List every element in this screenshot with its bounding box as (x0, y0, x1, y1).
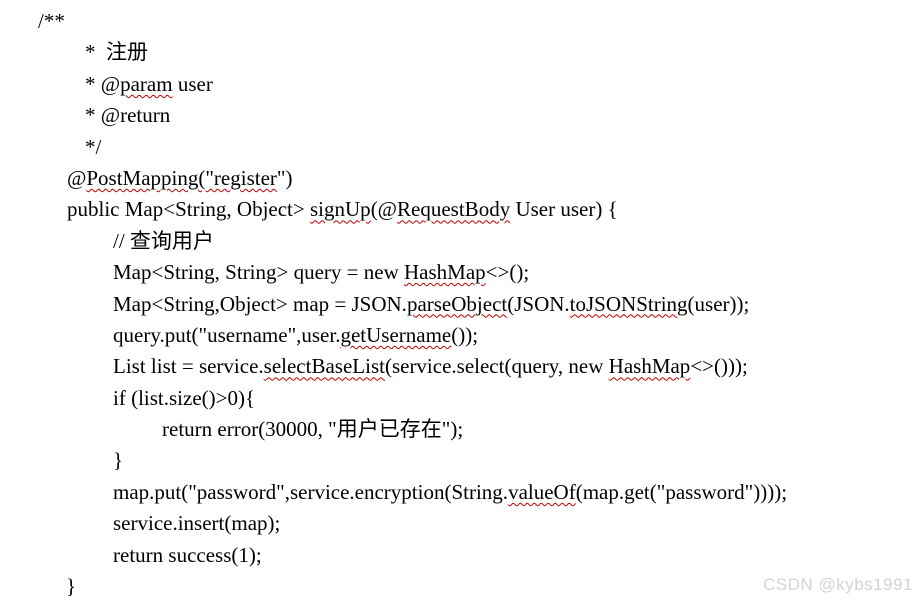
code-line: } (0, 571, 923, 602)
code-line: query.put("username",user.getUsername())… (0, 320, 923, 351)
code-text: * @ (85, 71, 121, 96)
code-line: // 查询用户 (0, 226, 923, 257)
code-text: user (172, 71, 213, 96)
misspelled-word: param (120, 71, 173, 96)
code-text: User user) { (510, 197, 618, 222)
code-text: (service.select(query, new (384, 354, 609, 379)
code-text: Map<String, String> query = new (113, 260, 405, 285)
misspelled-word: valueOf (508, 479, 576, 504)
code-text: if (list.size()>0){ (113, 385, 256, 410)
csdn-watermark: CSDN @kybs1991 (763, 575, 913, 594)
code-line: } (0, 445, 923, 476)
code-line: * 注册 (0, 37, 923, 68)
code-text: map.put("password",service.encryption(St… (113, 479, 509, 504)
code-text: <>(); (485, 260, 530, 285)
code-line: if (list.size()>0){ (0, 383, 923, 414)
code-text: ()); (451, 322, 479, 347)
code-text: (map.get("password")))); (575, 479, 788, 504)
misspelled-word: PostMapping("register (86, 165, 277, 190)
misspelled-word: HashMap (404, 260, 486, 285)
code-text: ") (276, 165, 293, 190)
code-text: */ (85, 134, 102, 159)
code-line: Map<String, String> query = new HashMap<… (0, 257, 923, 288)
code-line: service.insert(map); (0, 508, 923, 539)
code-line: */ (0, 132, 923, 163)
code-line: map.put("password",service.encryption(St… (0, 477, 923, 508)
code-line: public Map<String, Object> signUp(@Reque… (0, 194, 923, 225)
misspelled-word: RequestBody (397, 197, 511, 222)
code-text: } (66, 574, 77, 599)
code-text: (@ (370, 197, 398, 222)
code-text: return success(1); (113, 542, 262, 567)
code-text: } (113, 448, 124, 473)
code-text: (JSON. (507, 291, 570, 316)
code-text: * @return (85, 103, 171, 128)
code-text: <>())); (690, 354, 748, 379)
code-block: /*** 注册* @param user* @return*/@PostMapp… (0, 6, 923, 602)
code-line: List list = service.selectBaseList(servi… (0, 351, 923, 382)
code-text: public Map<String, Object> (67, 197, 310, 222)
misspelled-word: selectBaseList (263, 354, 385, 379)
code-text: (user)); (687, 291, 750, 316)
misspelled-word: parseObject (406, 291, 508, 316)
code-line: return success(1); (0, 540, 923, 571)
code-line: /** (0, 6, 923, 37)
misspelled-word: toJSONString (569, 291, 688, 316)
code-line: return error(30000, "用户已存在"); (0, 414, 923, 445)
code-line: @PostMapping("register") (0, 163, 923, 194)
misspelled-word: signUp (310, 197, 371, 222)
misspelled-word: HashMap (608, 354, 691, 379)
code-line: Map<String,Object> map = JSON.parseObjec… (0, 289, 923, 320)
code-line: * @return (0, 100, 923, 131)
code-text: Map<String,Object> map = JSON. (113, 291, 407, 316)
misspelled-word: getUsername (340, 322, 452, 347)
code-line: * @param user (0, 69, 923, 100)
code-text: query.put("username",user. (113, 322, 341, 347)
code-text: * 注册 (85, 40, 148, 65)
code-text: service.insert(map); (113, 511, 281, 536)
code-text: List list = service. (113, 354, 264, 379)
code-text: /** (38, 9, 65, 33)
code-text: @ (67, 165, 87, 190)
code-text: return error(30000, "用户已存在"); (162, 417, 464, 442)
code-text: // 查询用户 (113, 228, 214, 253)
